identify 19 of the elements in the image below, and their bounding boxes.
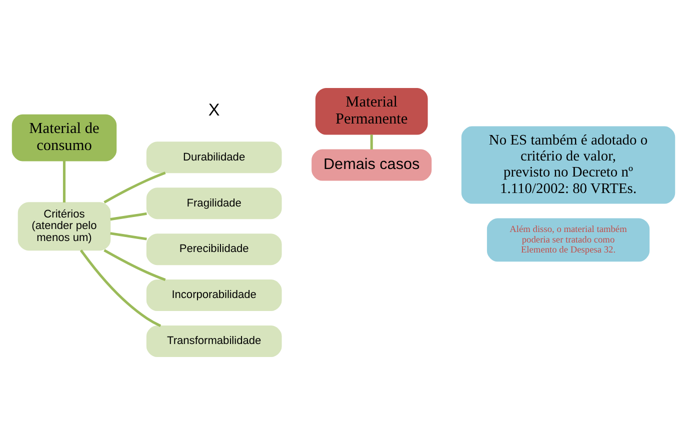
label: X	[208, 100, 220, 120]
connector	[62, 160, 66, 202]
connector	[370, 134, 373, 150]
connector	[110, 232, 147, 240]
connector	[110, 212, 147, 221]
connector	[80, 249, 162, 328]
node-box: Demais casos	[312, 149, 432, 181]
node-box: No ES também é adotado o critério de valor, previsto no Decreto nº 1.110/2002: 80 VRTEs.	[461, 126, 676, 204]
node-box: Material de consumo	[12, 114, 117, 162]
node-box: Transformabilidade	[146, 326, 282, 358]
node-box: Critérios (atender pelo menos um)	[18, 202, 111, 251]
node-box: Fragilidade	[146, 188, 282, 220]
node-box: Incorporabilidade	[146, 280, 282, 312]
node-box: Material Permanente	[315, 88, 428, 135]
node-box: Perecibilidade	[146, 234, 282, 266]
node-box: Além disso, o material também poderia ser tratado como Elemento de Despesa 32.	[486, 218, 650, 262]
connector	[104, 172, 166, 204]
node-box: Durabilidade	[146, 142, 282, 174]
connector	[104, 249, 166, 282]
